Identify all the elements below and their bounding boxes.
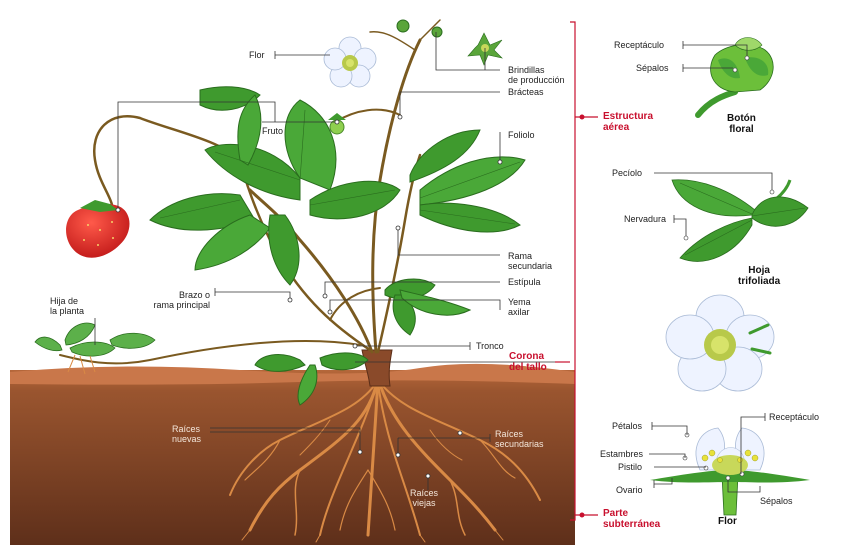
trifoliate-leaf-inset [672, 180, 808, 262]
bud-title: Botón floral [727, 113, 756, 135]
flower [324, 37, 376, 87]
label-yema-axilar: Yema axilar [508, 297, 531, 317]
label-raices-viejas: Raíces viejas [410, 488, 438, 508]
flower-label-petalos: Pétalos [612, 421, 642, 431]
label-flor: Flor [249, 50, 265, 60]
bud-inset [698, 38, 773, 116]
label-tronco: Tronco [476, 341, 504, 351]
label-brazo: Brazo o rama principal [135, 290, 210, 310]
bud-label-receptaculo: Receptáculo [614, 40, 664, 50]
label-hija: Hija de la planta [50, 296, 84, 316]
flower-label-sepalos: Sépalos [760, 496, 793, 506]
flower-label-receptaculo: Receptáculo [769, 412, 819, 422]
open-flower-inset [666, 295, 774, 391]
flower-label-estambres: Estambres [600, 449, 643, 459]
section-corona: Corona del tallo [509, 351, 547, 373]
label-foliolo: Foliolo [508, 130, 535, 140]
label-estipula: Estípula [508, 277, 541, 287]
leaf-label-peciolo: Pecíolo [612, 168, 642, 178]
label-raices-nuevas: Raíces nuevas [172, 424, 201, 444]
section-estructura-aerea: Estructura aérea [603, 111, 653, 133]
flower-label-ovario: Ovario [616, 485, 643, 495]
flower-title: Flor [718, 516, 737, 527]
label-fruto: Fruto [262, 126, 283, 136]
section-parte-subterranea: Parte subterránea [603, 508, 660, 530]
leaf-title: Hoja trifoliada [738, 265, 780, 287]
label-brindillas: Brindillas de producción [508, 65, 565, 85]
label-raices-secundarias: Raíces secundarias [495, 429, 544, 449]
soil [10, 370, 575, 545]
label-rama-secundaria: Rama secundaria [508, 251, 552, 271]
strawberry-fruit [66, 204, 129, 258]
bud-label-sepalos: Sépalos [636, 63, 669, 73]
leaf-label-nervadura: Nervadura [624, 214, 666, 224]
flower-label-pistilo: Pistilo [618, 462, 642, 472]
label-bracteas: Brácteas [508, 87, 544, 97]
